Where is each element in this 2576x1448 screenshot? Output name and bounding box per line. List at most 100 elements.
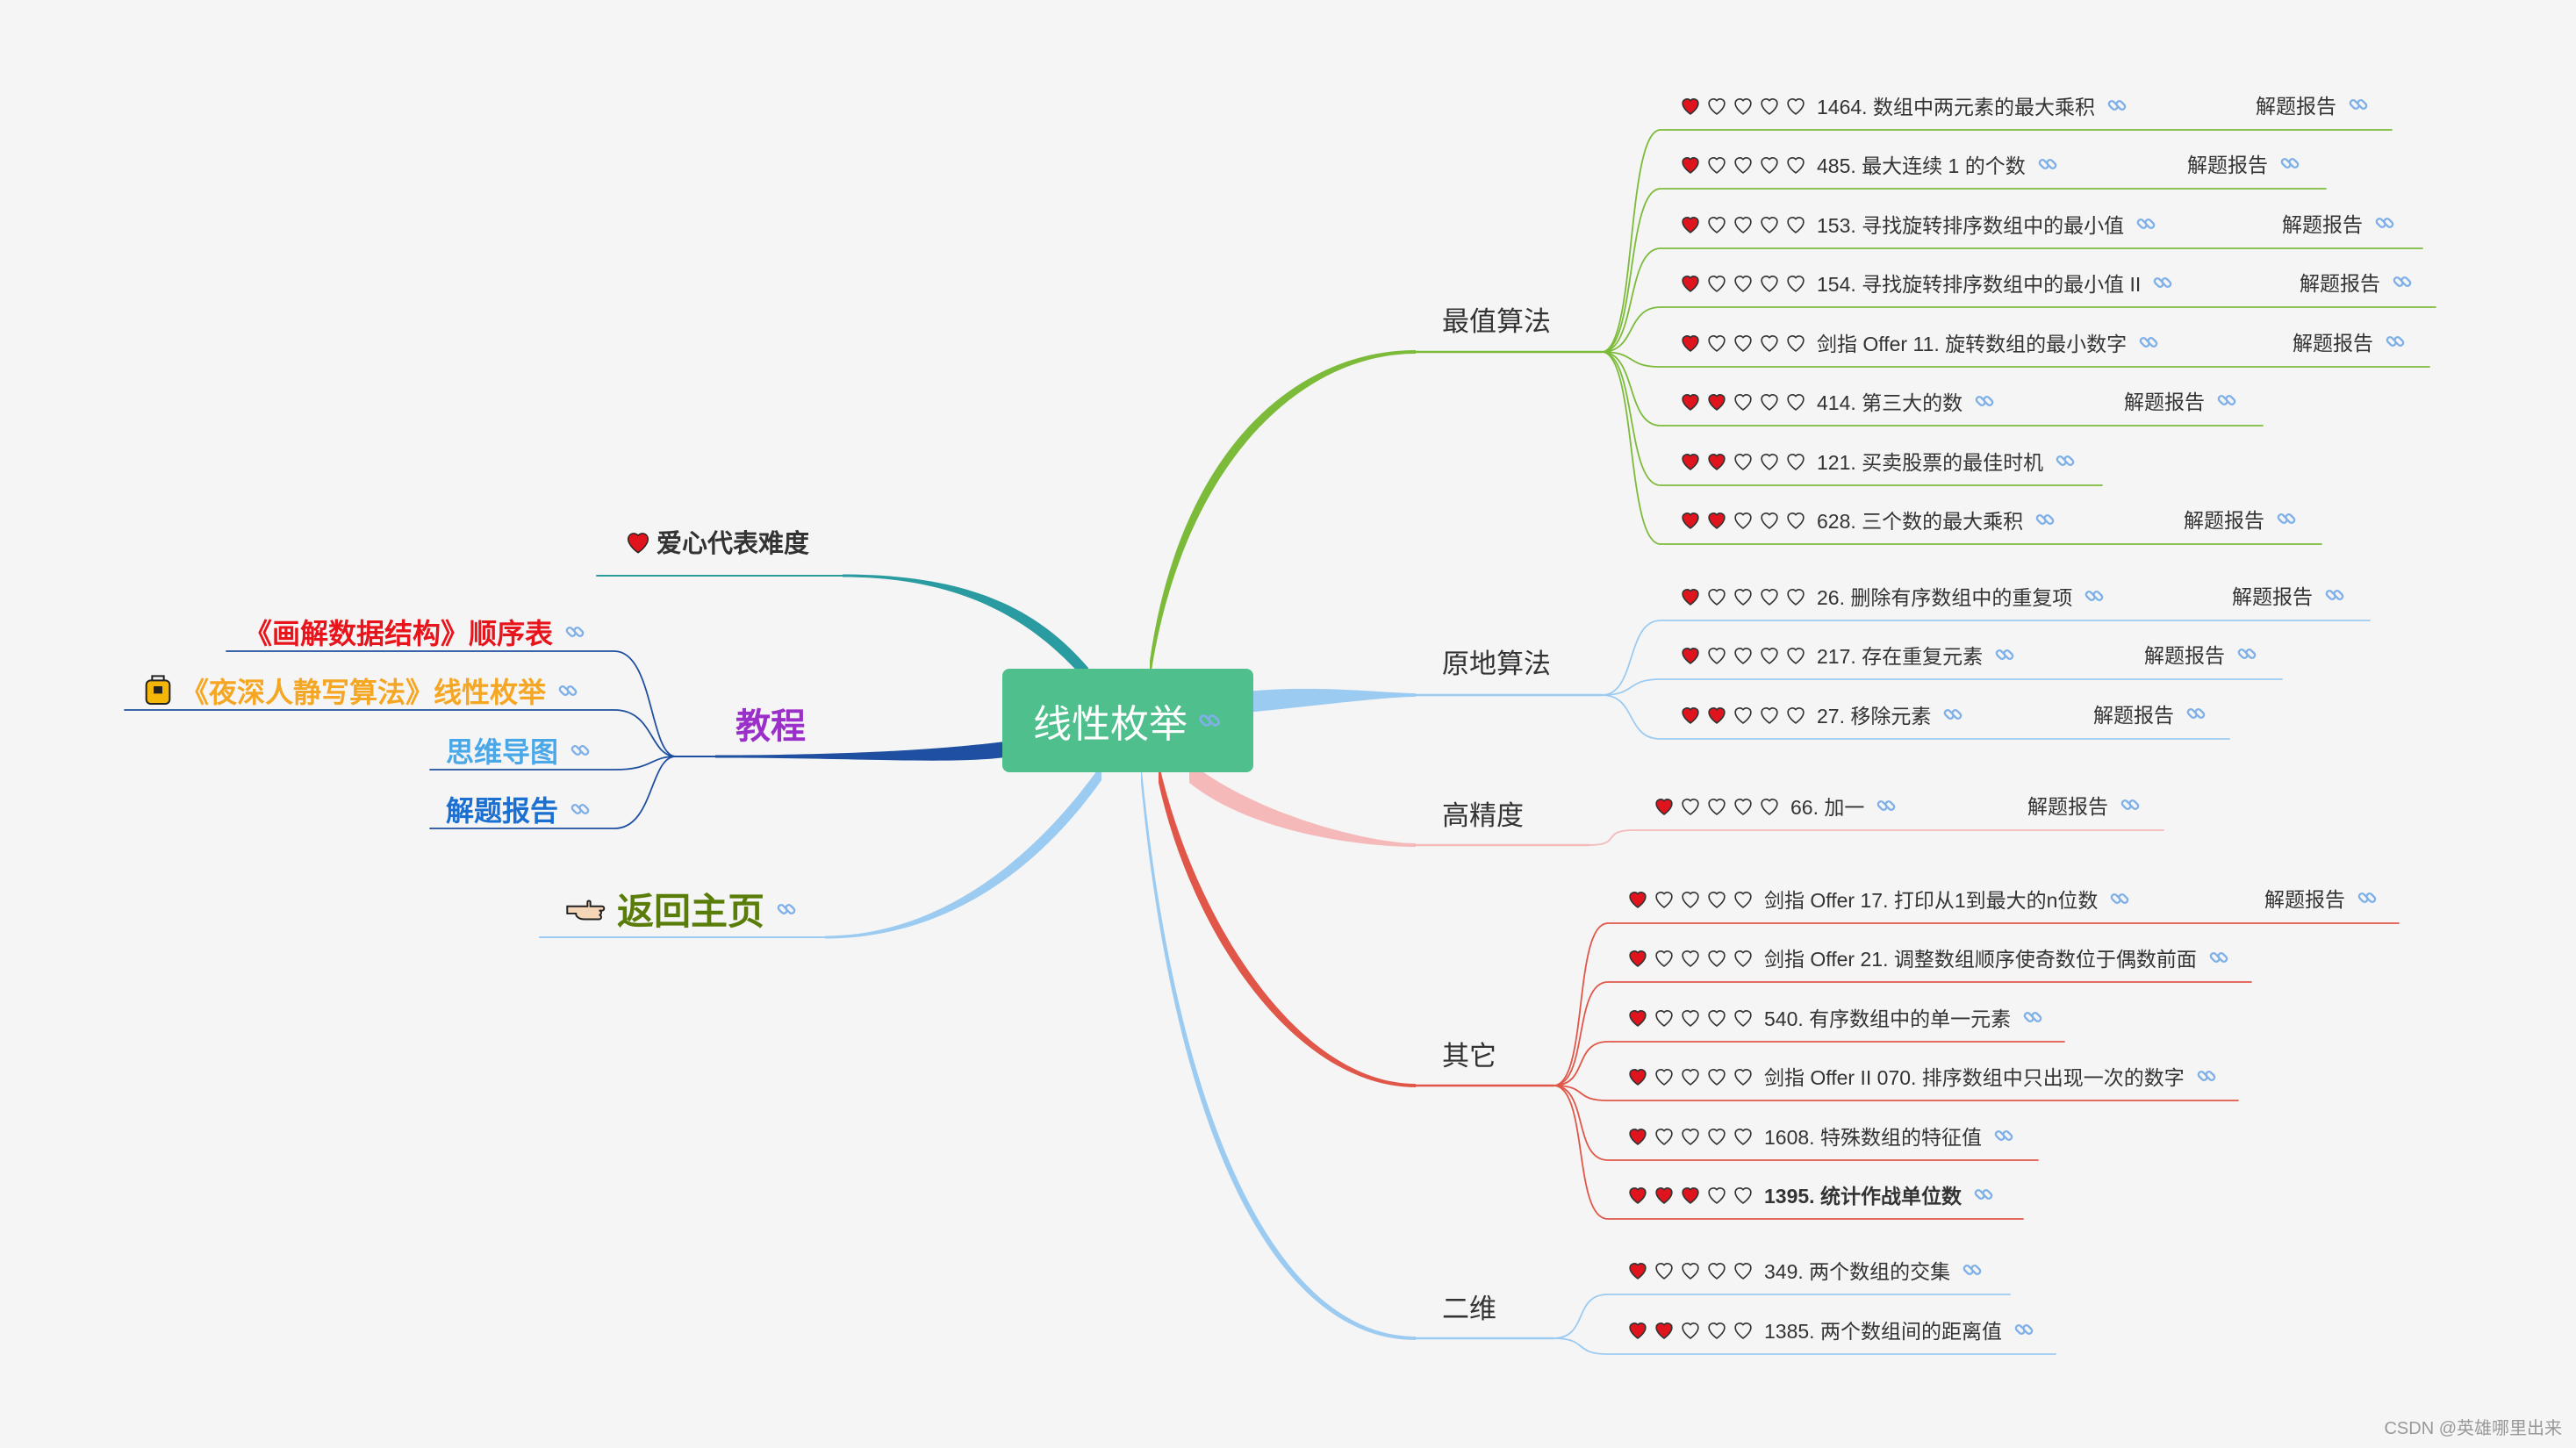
problem-row[interactable]: 27. 移除元素 — [1678, 697, 1964, 732]
link-icon[interactable] — [2275, 507, 2298, 530]
heart-outline-icon — [1787, 513, 1805, 529]
link-icon[interactable] — [2278, 152, 2301, 175]
problem-title: 485. 最大连续 1 的个数 — [1817, 154, 2026, 177]
legend-text: 爱心代表难度 — [657, 530, 810, 558]
branch-label-2d[interactable]: 二维 — [1442, 1294, 1496, 1324]
problem-row[interactable]: 485. 最大连续 1 的个数 — [1678, 147, 2059, 182]
report-link[interactable]: 解题报告 — [2187, 148, 2301, 178]
heart-filled-icon — [1682, 513, 1699, 529]
link-icon[interactable] — [556, 679, 579, 702]
link-icon[interactable] — [2384, 330, 2407, 353]
tutorial-link-sequence-table[interactable]: 《画解数据结构》顺序表 — [244, 612, 586, 652]
problem-row[interactable]: 剑指 Offer II 070. 排序数组中只出现一次的数字 — [1625, 1058, 2218, 1093]
link-icon[interactable] — [2137, 331, 2160, 354]
problem-row[interactable]: 414. 第三大的数 — [1678, 384, 1996, 419]
link-icon[interactable] — [1961, 1258, 1984, 1281]
branch-label-in-place[interactable]: 原地算法 — [1442, 649, 1551, 679]
report-link[interactable]: 解题报告 — [2282, 208, 2396, 238]
problem-row[interactable]: 349. 两个数组的交集 — [1625, 1252, 1984, 1287]
home-node[interactable]: 返回主页 — [564, 882, 798, 935]
link-icon[interactable] — [775, 898, 798, 921]
link-icon[interactable] — [2185, 702, 2207, 725]
problem-row[interactable]: 1464. 数组中两元素的最大乘积 — [1678, 88, 2128, 123]
problem-row[interactable]: 540. 有序数组中的单一元素 — [1625, 1000, 2044, 1035]
report-link[interactable]: 解题报告 — [2256, 90, 2370, 119]
problem-title: 剑指 Offer 11. 旋转数组的最小数字 — [1817, 333, 2128, 355]
problem-row[interactable]: 剑指 Offer 17. 打印从1到最大的n位数 — [1625, 881, 2131, 916]
link-icon[interactable] — [2106, 94, 2128, 117]
problem-row[interactable]: 121. 买卖股票的最佳时机 — [1678, 443, 2077, 478]
link-icon[interactable] — [2235, 642, 2258, 665]
link-icon[interactable] — [1196, 707, 1223, 734]
problem-row[interactable]: 剑指 Offer 21. 调整数组顺序使奇数位于偶数前面 — [1625, 940, 2230, 975]
problem-row[interactable]: 1608. 特殊数组的特征值 — [1625, 1118, 2015, 1153]
problem-row[interactable]: 1385. 两个数组间的距离值 — [1625, 1312, 2035, 1347]
report-label: 解题报告 — [2027, 795, 2108, 818]
link-icon[interactable] — [1973, 390, 1996, 412]
link-icon[interactable] — [2013, 1318, 2035, 1341]
link-icon[interactable] — [2135, 212, 2157, 235]
problem-title: 26. 删除有序数组中的重复项 — [1817, 586, 2073, 609]
heart-outline-icon — [1734, 157, 1752, 174]
heart-outline-icon — [1708, 1010, 1726, 1027]
link-icon[interactable] — [2034, 508, 2056, 531]
heart-filled-icon — [1682, 98, 1699, 115]
heart-outline-icon — [1655, 1010, 1673, 1027]
branch-label-extremum[interactable]: 最值算法 — [1442, 306, 1551, 337]
report-link[interactable]: 解题报告 — [2093, 699, 2207, 728]
report-link[interactable]: 解题报告 — [2264, 883, 2379, 913]
report-link[interactable]: 解题报告 — [2300, 267, 2414, 297]
report-link[interactable]: 解题报告 — [2124, 385, 2238, 415]
link-icon[interactable] — [2356, 886, 2379, 909]
heart-filled-icon — [1682, 335, 1699, 352]
report-link[interactable]: 解题报告 — [2293, 326, 2407, 356]
tutorial-link-mindmap[interactable]: 思维导图 — [446, 730, 592, 771]
link-icon[interactable] — [2083, 584, 2106, 607]
report-link[interactable]: 解题报告 — [2184, 504, 2298, 534]
link-icon[interactable] — [1875, 794, 1898, 817]
heart-filled-icon — [1682, 157, 1699, 174]
heart-outline-icon — [1787, 707, 1805, 724]
problem-row[interactable]: 628. 三个数的最大乘积 — [1678, 502, 2056, 537]
problem-row[interactable]: 26. 删除有序数组中的重复项 — [1678, 578, 2106, 613]
report-link[interactable]: 解题报告 — [2027, 790, 2142, 820]
branch-label-high-precision[interactable]: 高精度 — [1442, 800, 1524, 831]
link-icon[interactable] — [2207, 946, 2230, 969]
link-icon[interactable] — [2347, 93, 2370, 116]
link-icon[interactable] — [2021, 1006, 2044, 1029]
link-icon[interactable] — [2215, 389, 2238, 412]
link-icon[interactable] — [2151, 271, 2174, 294]
problem-row[interactable]: 217. 存在重复元素 — [1678, 637, 2016, 672]
link-icon[interactable] — [2119, 793, 2142, 816]
link-icon[interactable] — [2323, 584, 2346, 606]
heart-filled-icon — [1682, 217, 1699, 233]
problem-row[interactable]: 66. 加一 — [1652, 788, 1898, 823]
link-icon[interactable] — [2054, 449, 2077, 472]
link-icon[interactable] — [1993, 643, 2016, 666]
heart-outline-icon — [1734, 335, 1752, 352]
link-icon[interactable] — [1941, 703, 1964, 726]
link-icon[interactable] — [2108, 887, 2131, 910]
problem-row[interactable]: 1395. 统计作战单位数 — [1625, 1177, 1995, 1212]
link-icon[interactable] — [563, 620, 586, 643]
problem-title: 628. 三个数的最大乘积 — [1817, 510, 2024, 533]
link-icon[interactable] — [2391, 270, 2414, 293]
tutorial-link-report[interactable]: 解题报告 — [446, 789, 592, 829]
report-link[interactable]: 解题报告 — [2144, 639, 2258, 669]
heart-filled-icon — [1655, 799, 1673, 815]
link-icon[interactable] — [569, 798, 592, 821]
problem-row[interactable]: 剑指 Offer 11. 旋转数组的最小数字 — [1678, 325, 2160, 360]
link-icon[interactable] — [2195, 1064, 2218, 1087]
link-icon[interactable] — [569, 739, 592, 762]
problem-row[interactable]: 153. 寻找旋转排序数组中的最小值 — [1678, 206, 2157, 241]
center-topic[interactable]: 线性枚举 — [1002, 669, 1253, 772]
problem-row[interactable]: 154. 寻找旋转排序数组中的最小值 II — [1678, 265, 2174, 300]
link-icon[interactable] — [2373, 211, 2396, 234]
link-icon[interactable] — [1992, 1124, 2015, 1147]
branch-label-other[interactable]: 其它 — [1442, 1041, 1496, 1072]
heart-filled-icon — [1708, 394, 1726, 411]
link-icon[interactable] — [2036, 153, 2059, 176]
link-icon[interactable] — [1972, 1183, 1995, 1206]
report-link[interactable]: 解题报告 — [2232, 580, 2346, 610]
tutorial-link-linear-enum[interactable]: 《夜深人静写算法》线性枚举 — [140, 670, 579, 711]
